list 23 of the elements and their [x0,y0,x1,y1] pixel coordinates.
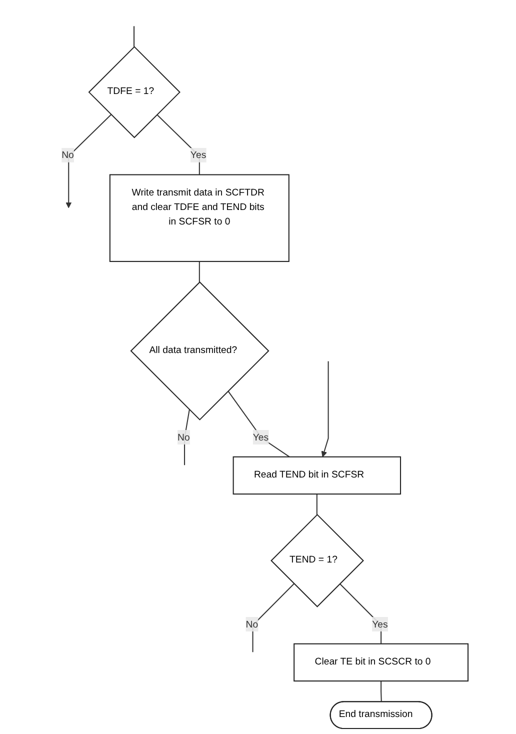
edge-label: Yes [372,618,388,630]
connector-line [321,361,329,458]
connector-line [184,410,190,466]
connector-line [66,114,112,208]
edge-label: No [62,149,74,160]
connector-line [339,583,382,644]
connector-line [156,114,200,175]
node-box: Write transmit data in SCFTDR and clear TDFE and TEND bits in SCFSR to 0 [109,174,290,262]
connector-line [228,390,290,458]
node-diamond: TDFE = 1? [88,46,180,138]
node-diamond: All data transmitted? [130,281,270,420]
edge-label: No [246,618,258,630]
connector-line [316,494,318,515]
node-diamond: TEND = 1? [270,514,364,608]
edge-label: Yes [190,149,206,160]
node-box: Clear TE bit in SCSCR to 0 [294,643,469,682]
node-box: Read TEND bit in SCFSR [232,456,402,495]
connector-line [134,26,135,47]
connector-line [252,583,294,652]
edge-label: Yes [252,431,269,442]
edge-label: No [177,431,190,442]
connector-line [380,681,382,702]
connector-line [198,261,200,282]
